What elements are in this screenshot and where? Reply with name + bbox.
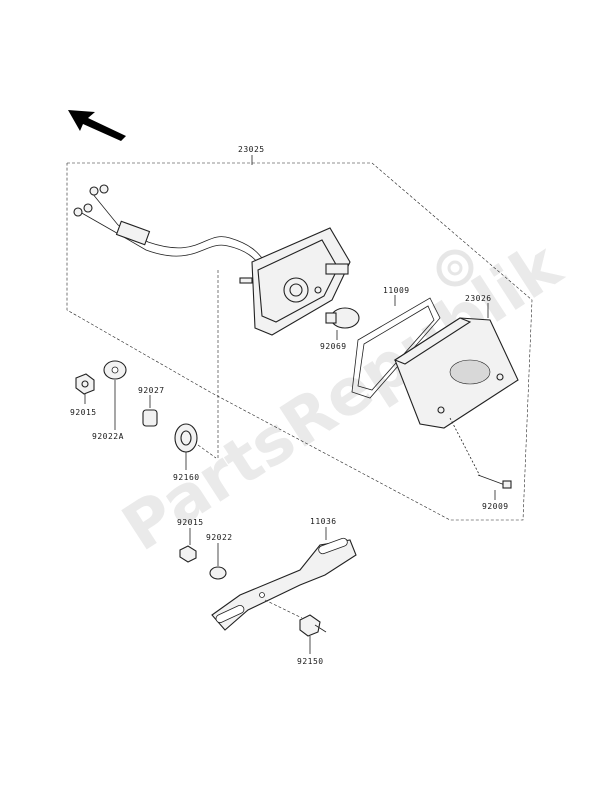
label-92022a: 92022A [92,432,124,441]
assembly-frame [66,162,533,521]
label-92015-top: 92015 [70,408,97,417]
lens-screw [449,417,512,489]
direction-arrow-icon [68,110,126,141]
washer-bottom [209,566,227,580]
label-92160: 92160 [173,473,200,482]
watermark-gear-icon [436,249,474,287]
label-11009: 11009 [383,286,410,295]
lens [393,317,519,429]
collar [142,409,158,427]
label-92009: 92009 [482,502,509,511]
nut-top [75,373,95,395]
nut-bottom [179,545,197,563]
label-92015-bottom: 92015 [177,518,204,527]
label-92022: 92022 [206,533,233,542]
bulb [314,286,360,329]
wiring-harness [73,184,266,269]
label-92150: 92150 [297,657,324,666]
bracket [211,537,357,631]
bolt [264,599,327,637]
label-23026: 23026 [465,294,492,303]
washer-top [103,360,127,380]
label-92069: 92069 [320,342,347,351]
label-11036: 11036 [310,517,337,526]
leader-lines [84,155,496,654]
label-92027: 92027 [138,386,165,395]
label-23025: 23025 [238,145,265,154]
housing [239,227,351,336]
